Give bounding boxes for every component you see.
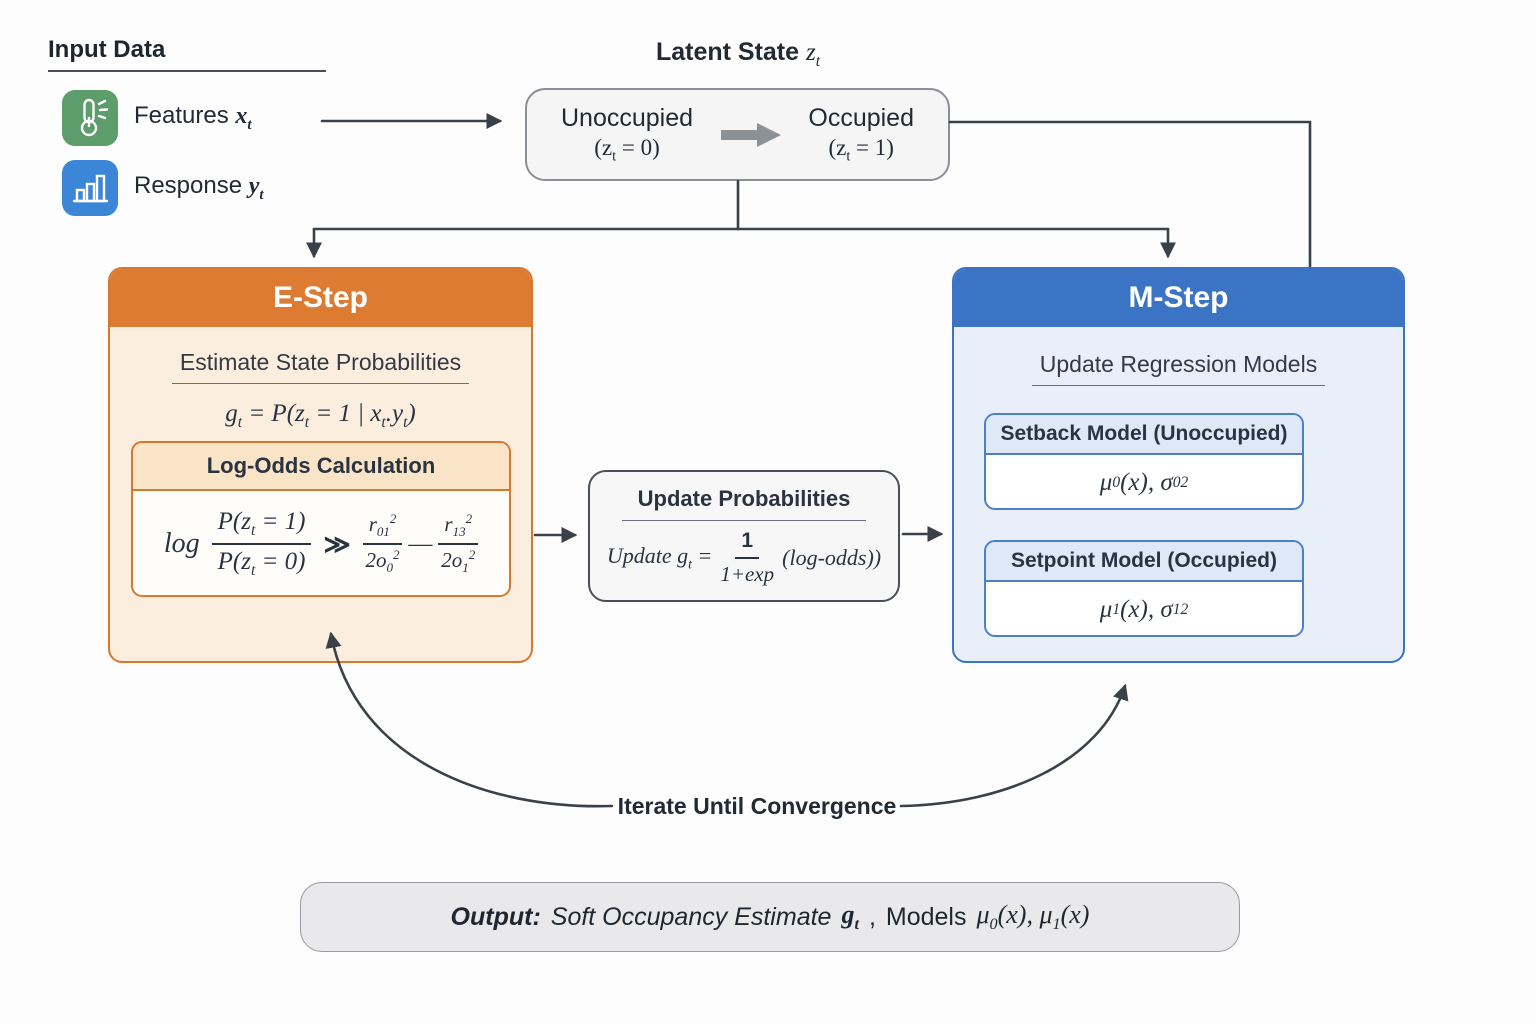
setback-model-title: Setback Model (Unoccupied) — [986, 415, 1302, 455]
output-box: Output: Soft Occupancy Estimate gt , Mod… — [300, 882, 1240, 952]
iterate-label: Iterate Until Convergence — [617, 793, 897, 819]
thermometer-icon — [62, 90, 118, 146]
update-probabilities-box: Update Probabilities Update gt = 1 1+exp… — [588, 470, 900, 602]
output-var: gt — [841, 899, 859, 934]
setpoint-model-title: Setpoint Model (Occupied) — [986, 542, 1302, 582]
transition-arrow-icon — [720, 122, 781, 147]
output-models-label: Models — [885, 902, 967, 931]
features-row: Features xt — [62, 90, 252, 146]
update-probabilities-formula: Update gt = 1 1+exp (log-odds)) — [606, 529, 882, 586]
bar-chart-icon — [62, 160, 118, 216]
e-step-formula: gt = P(zt = 1 | xt.yt) — [225, 400, 416, 431]
output-separator: , — [868, 902, 876, 931]
input-data-heading: Input Data — [48, 36, 166, 63]
latent-state-title: Latent State zt — [655, 38, 821, 70]
curve-iterate-to-m-step — [899, 683, 1129, 808]
output-phrase: Soft Occupancy Estimate — [550, 902, 832, 931]
e-step-header: E-Step — [110, 269, 531, 327]
response-label: Response yt — [134, 172, 264, 203]
occupied-state: Occupied (zt = 1) — [808, 103, 914, 165]
line-latent-right-to-m-step — [948, 120, 1312, 268]
e-step-subtitle: Estimate State Probabilities — [171, 349, 470, 384]
unoccupied-state: Unoccupied (zt = 0) — [561, 103, 694, 165]
log-odds-title: Log-Odds Calculation — [133, 443, 509, 491]
log-odds-box: Log-Odds Calculation log P(zt = 1) P(zt … — [131, 441, 511, 597]
output-prefix: Output: — [450, 902, 541, 931]
features-label: Features xt — [134, 102, 252, 133]
m-step-header: M-Step — [954, 269, 1403, 327]
log-odds-formula: log P(zt = 1) P(zt = 0) ≫ r012 2o02 — r1… — [164, 508, 479, 580]
latent-state-box: Unoccupied (zt = 0) Occupied (zt = 1) — [525, 88, 950, 181]
response-row: Response yt — [62, 160, 264, 216]
m-step-subtitle: Update Regression Models — [1031, 351, 1326, 386]
output-models-math: μ0(x), μ1(x) — [976, 899, 1090, 934]
update-probabilities-title: Update Probabilities — [621, 486, 867, 522]
input-data-rule — [48, 70, 326, 72]
